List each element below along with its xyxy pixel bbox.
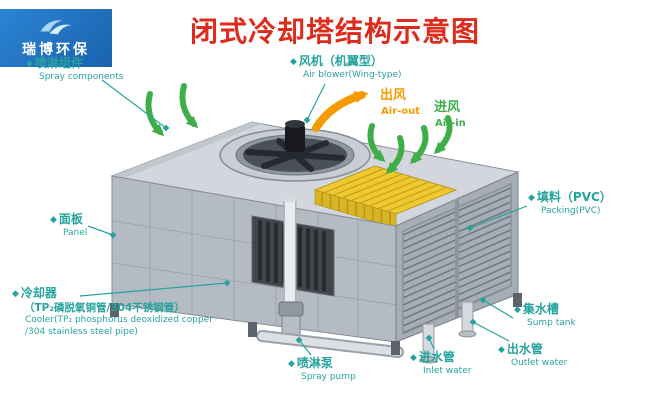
label-packing: ◆填料（PVC） Packing(PVC): [528, 190, 612, 217]
cooler-zh: 冷却器: [20, 286, 57, 300]
inlet-water-en: Inlet water: [423, 365, 472, 376]
air-out-arrow: [312, 91, 369, 132]
label-spray-pump: ◆喷淋泵 Spray pump: [288, 356, 356, 383]
air-in-en: Air-in: [435, 117, 466, 129]
air-out-en: Air-out: [381, 105, 421, 117]
label-spray-components: ◆喷淋组件 Spray components: [26, 56, 123, 83]
fan-assembly: [219, 120, 371, 182]
diamond-bullet-icon: ◆: [290, 57, 297, 67]
spray-components-en: Spray components: [39, 71, 124, 82]
sump-tank-en: Sump tank: [527, 317, 576, 328]
diamond-bullet-icon: ◆: [12, 289, 19, 299]
spray-components-zh: 喷淋组件: [34, 56, 83, 70]
air-blower-en: Air blower(Wing-type): [303, 69, 402, 80]
label-cooler: ◆冷却器 （TP₂磷脱氧铜管/304不锈钢管） Cooler(TP₂ phosp…: [12, 286, 213, 339]
bottom-water-pipe: [256, 330, 404, 358]
packing-en: Packing(PVC): [541, 205, 601, 216]
packing-zh: 填料（PVC）: [536, 190, 612, 204]
callout-lines: [79, 79, 528, 356]
label-outlet-water: ◆出水管 Outlet water: [498, 342, 567, 369]
label-air-blower: ◆风机（机翼型） Air blower(Wing-type): [290, 54, 402, 81]
sump-tank-zh: 集水槽: [522, 302, 559, 316]
diamond-bullet-icon: ◆: [498, 345, 505, 355]
air-blower-zh: 风机（机翼型）: [298, 54, 383, 68]
diamond-bullet-icon: ◆: [528, 193, 535, 203]
cooler-en-line2: /304 stainless steel pipe): [25, 326, 138, 337]
inlet-water-zh: 进水管: [418, 350, 455, 364]
page-title: 闭式冷却塔结构示意图: [189, 15, 480, 48]
logo-mark-icon: [40, 20, 72, 35]
diamond-bullet-icon: ◆: [514, 305, 521, 315]
label-air-in: 进风 Air-in: [434, 100, 466, 130]
air-in-zh: 进风: [434, 100, 461, 115]
label-sump-tank: ◆集水槽 Sump tank: [514, 302, 576, 329]
air-in-arrows: [145, 83, 453, 175]
diamond-bullet-icon: ◆: [50, 215, 57, 225]
support-feet: [110, 293, 522, 355]
inlet-water-pipe: [419, 323, 438, 364]
outlet-water-pipe: [458, 301, 477, 338]
company-name: 瑞博环保: [22, 42, 90, 58]
air-out-zh: 出风: [380, 88, 407, 103]
louver-intake-panel: [395, 171, 519, 343]
spray-pump-zh: 喷淋泵: [296, 356, 333, 370]
label-panel: ◆面板 Panel: [50, 212, 87, 239]
company-logo: 瑞博环保: [0, 9, 112, 67]
standpipe: [283, 197, 297, 318]
label-air-out: 出风 Air-out: [380, 88, 420, 118]
diamond-bullet-icon: ◆: [26, 59, 33, 69]
packing-fill: [313, 165, 458, 229]
outlet-water-en: Outlet water: [511, 357, 568, 368]
panel-zh: 面板: [58, 212, 83, 226]
callout-endpoint-diamonds: [109, 116, 487, 344]
cooler-en-line1: Cooler(TP₂ phosphorus deoxidized copper: [25, 315, 213, 326]
panel-en: Panel: [63, 227, 88, 238]
diamond-bullet-icon: ◆: [288, 359, 295, 369]
diamond-bullet-icon: ◆: [410, 353, 417, 363]
outlet-water-zh: 出水管: [506, 342, 543, 356]
spray-pump-en: Spray pump: [301, 371, 356, 382]
label-inlet-water: ◆进水管 Inlet water: [410, 350, 471, 377]
cooler-zh-detail: （TP₂磷脱氧铜管/304不锈钢管）: [24, 301, 185, 314]
